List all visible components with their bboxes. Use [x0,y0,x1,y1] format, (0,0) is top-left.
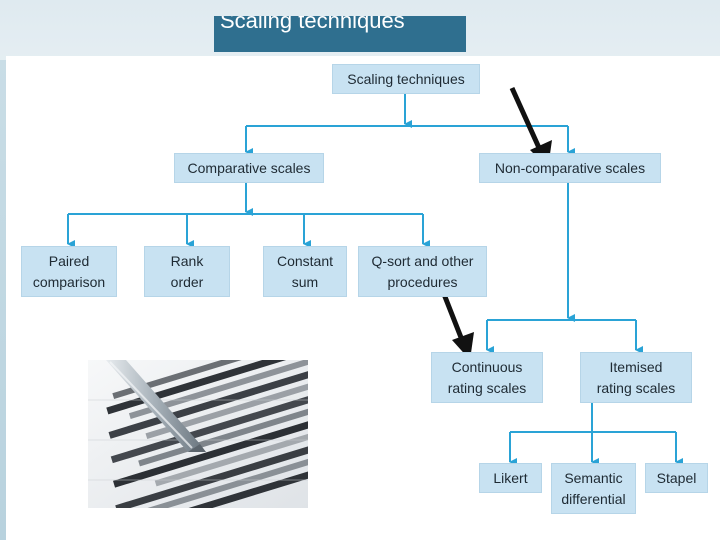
pen-chart-photo [88,360,308,508]
node-label-line2: rating scales [596,379,676,396]
title-bar: Scaling techniques [214,16,466,52]
node-label: Likert [493,469,528,486]
node-label: Comparative scales [187,159,311,176]
node-label-line1: Semantic [564,469,623,486]
node-semantic-differential: Semantic differential [551,463,636,514]
node-label: Stapel [656,469,697,486]
node-label-line1: Paired [48,252,90,269]
node-q-sort: Q-sort and other procedures [358,246,487,297]
node-label-line1: Rank [170,252,204,269]
node-scaling-techniques: Scaling techniques [332,64,480,94]
node-itemised-rating-scales: Itemised rating scales [580,352,692,403]
node-label-line2: rating scales [447,379,527,396]
node-label-line2: procedures [387,273,458,290]
slide-edge-decoration [0,60,6,540]
node-rank-order: Rank order [144,246,230,297]
node-label: Non-comparative scales [494,159,646,176]
node-label-line2: order [170,273,204,290]
node-label-line2: sum [291,273,319,290]
node-stapel: Stapel [645,463,708,493]
node-label-line1: Itemised [609,358,663,375]
node-label-line1: Q-sort and other [371,252,474,269]
node-paired-comparison: Paired comparison [21,246,117,297]
node-label-line1: Constant [276,252,334,269]
node-label-line2: differential [561,490,626,507]
node-likert: Likert [479,463,542,493]
node-label: Scaling techniques [347,70,465,87]
slide-title: Scaling techniques [220,16,405,33]
node-comparative-scales: Comparative scales [174,153,324,183]
node-constant-sum: Constant sum [263,246,347,297]
pen-chart-illustration [88,360,308,508]
node-label-line1: Continuous [451,358,523,375]
node-continuous-rating-scales: Continuous rating scales [431,352,543,403]
node-label-line2: comparison [32,273,106,290]
node-non-comparative-scales: Non-comparative scales [479,153,661,183]
